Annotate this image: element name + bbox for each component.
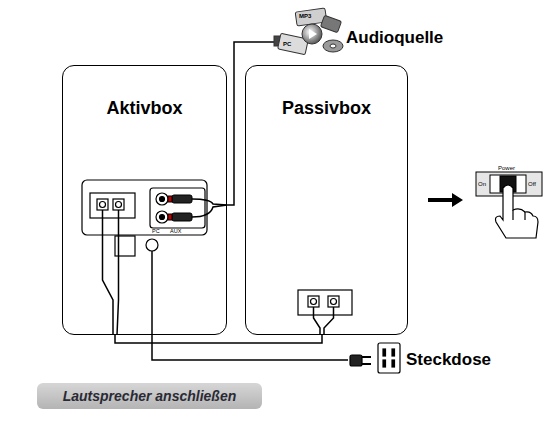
rear-panel bbox=[156, 193, 168, 205]
rear-panel bbox=[156, 211, 168, 223]
rear-panel bbox=[160, 197, 165, 202]
rca-plugs bbox=[168, 196, 172, 202]
audio-source-icon bbox=[323, 40, 343, 52]
audio-source-icon bbox=[320, 15, 341, 32]
wall-socket bbox=[378, 343, 400, 373]
rear-panel bbox=[146, 239, 158, 251]
audio-source: Audioquelle bbox=[262, 8, 459, 58]
rca-plugs bbox=[168, 195, 192, 221]
part-label: Power bbox=[498, 165, 515, 171]
rear-panel bbox=[82, 180, 207, 235]
speaker-terminal bbox=[298, 290, 352, 315]
wire bbox=[117, 210, 119, 335]
cable bbox=[152, 335, 348, 360]
wall-socket bbox=[392, 349, 395, 356]
audio-source-icon bbox=[302, 24, 322, 44]
wall-socket bbox=[378, 343, 400, 373]
rear-panel bbox=[116, 202, 122, 208]
speaker-label: Steckdose bbox=[406, 350, 491, 370]
speaker-terminal bbox=[308, 296, 319, 307]
part-label: On bbox=[478, 181, 486, 187]
passive-speaker: Passivbox bbox=[245, 65, 408, 335]
caption-band: Lautsprecher anschließen bbox=[37, 383, 262, 409]
rca-plugs bbox=[168, 214, 172, 220]
wall-socket bbox=[383, 349, 386, 356]
audio-source-icon bbox=[262, 41, 274, 43]
part-label: AUX bbox=[170, 229, 181, 235]
audio-source-icon bbox=[330, 44, 336, 48]
rear-panel bbox=[113, 199, 124, 210]
pressing-finger bbox=[496, 185, 539, 238]
cable bbox=[115, 335, 322, 343]
wire bbox=[151, 251, 153, 335]
rear-panel bbox=[90, 193, 135, 218]
rear-panel bbox=[160, 215, 165, 220]
part-label: MP3 bbox=[299, 13, 311, 19]
part-label: Off bbox=[528, 181, 536, 187]
speaker-terminal bbox=[311, 299, 317, 305]
active-speaker: Aktivbox bbox=[62, 65, 227, 335]
wire bbox=[103, 210, 114, 335]
audio-source-icon bbox=[309, 29, 317, 39]
pressing-finger bbox=[513, 210, 525, 220]
pressing-finger bbox=[496, 185, 539, 238]
wire bbox=[103, 199, 228, 335]
pointer-arrow bbox=[428, 193, 463, 207]
power-plug bbox=[350, 355, 362, 366]
part-label: PC bbox=[152, 229, 160, 235]
speaker-label: Aktivbox bbox=[63, 98, 226, 119]
rear-panel bbox=[100, 202, 106, 208]
rca-plugs bbox=[172, 195, 192, 203]
wall-socket bbox=[383, 360, 386, 367]
wire bbox=[314, 307, 321, 335]
rca-plugs bbox=[172, 213, 192, 221]
audio-source-icon bbox=[262, 8, 343, 55]
rear-panel bbox=[82, 180, 207, 256]
power-plug bbox=[350, 355, 371, 366]
wire bbox=[192, 199, 227, 205]
part-label: PC bbox=[283, 41, 291, 47]
speaker-terminal bbox=[331, 299, 337, 305]
power-plug bbox=[362, 363, 371, 365]
rear-panel bbox=[150, 188, 205, 228]
wire bbox=[324, 307, 334, 335]
pointer-arrow bbox=[428, 193, 463, 207]
wire bbox=[192, 205, 227, 217]
speaker-terminal bbox=[328, 296, 339, 307]
wall-socket: Steckdose bbox=[348, 340, 508, 380]
speaker-label: Audioquelle bbox=[346, 28, 443, 48]
speaker-label: Passivbox bbox=[246, 98, 407, 119]
wall-socket bbox=[392, 360, 395, 367]
rear-panel bbox=[97, 199, 108, 210]
speaker-terminal bbox=[298, 290, 352, 315]
power-plug bbox=[362, 356, 371, 358]
wire bbox=[314, 307, 334, 335]
